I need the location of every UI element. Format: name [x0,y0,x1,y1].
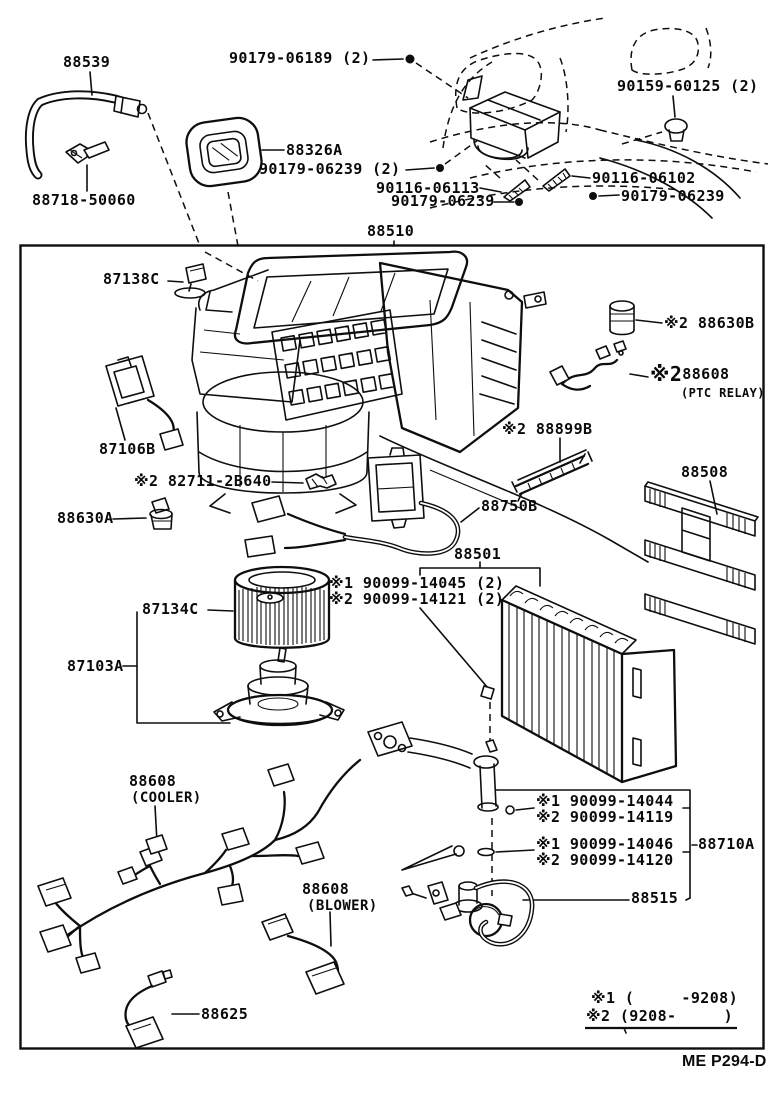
pipe-88710A-drawing [367,721,698,901]
part-label-90099-14044: ※1 90099-14044 [536,792,674,810]
cooler-harness-drawing [37,758,362,974]
motor-drawing [213,647,345,727]
legend-underline [585,1026,737,1034]
part-label-90099-14119: ※2 90099-14119 [536,808,674,826]
part-label-88630A: 88630A [57,509,114,527]
part-label-88899B: ※2 88899B [502,420,593,438]
part-label-88608-blower: 88608 [302,880,350,898]
part-label-90159-60125: 90159-60125 (2) [617,77,759,95]
resistor-87106B-drawing [105,355,184,451]
bolt-90116-06102 [515,159,591,192]
part-note-cooler: (COOLER) [131,790,202,806]
legend-note-1: ※1 ( -9208) [591,989,739,1007]
part-label-88508: 88508 [681,463,729,481]
relay-87138C-drawing [167,263,207,299]
part-label-90099-14121: ※2 90099-14121 (2) [329,590,505,608]
grommet-leaders [227,149,285,247]
part-label-88608-ptc: ※288608 [650,364,730,384]
part-number-88608-ptc: 88608 [682,365,730,383]
part-label-87103A: 87103A [67,657,124,675]
screw-90159-60125 [621,95,688,145]
ptc-relay-harness-drawing [549,340,649,391]
bolt-90116-06113 [479,161,531,202]
part-label-88515: 88515 [631,889,679,907]
part-label-90179-06239-left: 90179-06239 [391,192,495,210]
legend-note-2: ※2 (9208- ) [586,1007,734,1025]
reference-mark-2: ※2 [650,362,683,386]
parts-box-frame [19,240,765,1050]
inset-blower-unit [469,91,561,161]
part-label-90099-14045: ※1 90099-14045 (2) [329,574,505,592]
part-note-ptc-relay: (PTC RELAY) [681,386,765,400]
clamp-drawing [65,141,110,192]
part-label-87134C: 87134C [142,600,199,618]
part-label-90116-06102: 90116-06102 [592,169,696,187]
part-label-88718-50060: 88718-50060 [32,191,136,209]
part-label-90099-14120: ※2 90099-14120 [536,851,674,869]
capacitor-88630B-drawing [609,300,663,336]
evaporator-88501-drawing [419,561,678,896]
thermo-valve-88515-drawing [401,845,535,947]
part-label-88510: 88510 [367,222,415,240]
hose-drawing [24,71,259,282]
blower-assembly-drawing [191,250,649,563]
screw-90179-06239-right [589,192,620,200]
part-label-87138C: 87138C [103,270,160,288]
part-label-88501: 88501 [454,545,502,563]
clip-82711-drawing [271,473,337,490]
sheet-code: ME P294-D [682,1053,767,1070]
part-note-blower: (BLOWER) [307,898,378,914]
part-label-90116-06113: 90116-06113 [376,179,480,197]
part-label-88710A: 88710A [698,835,755,853]
part-label-88539: 88539 [63,53,111,71]
part-label-88608-cooler: 88608 [129,772,177,790]
part-label-88326A: 88326A [286,141,343,159]
part-label-88630B: ※2 88630B [664,314,755,332]
harness-88625-drawing [124,969,200,1049]
screw-90179-06239-grommet [405,139,479,172]
vehicle-cab-sketch [429,17,769,219]
screw-90179-06189 [372,54,469,99]
amplifier-88750B-drawing [244,447,480,558]
part-label-88625: 88625 [201,1005,249,1023]
part-label-82711-2B640: ※2 82711-2B640 [134,472,272,490]
part-label-90099-14046: ※1 90099-14046 [536,835,674,853]
part-label-90179-06189: 90179-06189 (2) [229,49,371,67]
grommet-drawing [185,116,263,188]
thermistor-88630A-drawing [112,497,173,530]
part-label-90179-06239-right: 90179-06239 [621,187,725,205]
part-label-90179-06239-grommet: 90179-06239 (2) [259,160,401,178]
filter-88508-drawing [644,480,759,645]
blower-harness-drawing [261,911,345,995]
part-label-88750B: 88750B [481,497,538,515]
part-label-87106B: 87106B [99,440,156,458]
fan-wheel-drawing [122,565,331,724]
screw-90179-06239-left [493,198,523,206]
ptc-heater-88899B-drawing [511,437,593,502]
